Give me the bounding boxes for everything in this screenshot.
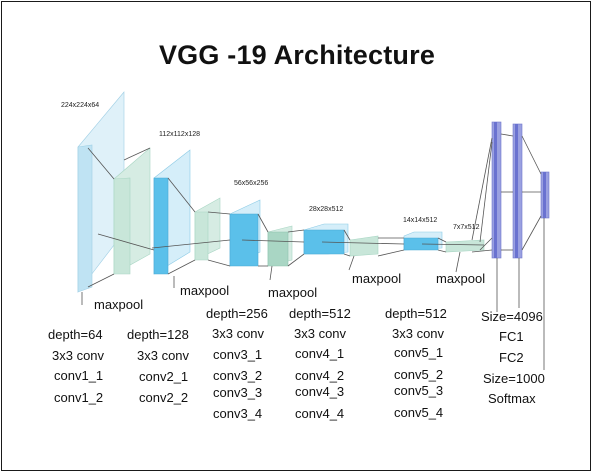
- block3-layer-2: conv3_2: [213, 368, 263, 383]
- fc1-label: FC1: [499, 329, 524, 344]
- fc-size-1000: Size=1000: [483, 371, 545, 386]
- block5-volume: [403, 231, 485, 253]
- block5-kernel: 3x3 conv: [392, 326, 445, 341]
- block4-depth: depth=512: [289, 306, 351, 321]
- block1-layer-1: conv1_1: [54, 368, 104, 383]
- dim-label-block5: 14x14x512: [403, 217, 438, 224]
- block2-layer-1: conv2_1: [139, 369, 189, 384]
- dim-label-block5-pool: 7x7x512: [453, 224, 480, 231]
- block3-layer-3: conv3_3: [213, 385, 263, 400]
- block5-layer-1: conv5_1: [394, 345, 444, 360]
- softmax-label: Softmax: [488, 391, 536, 406]
- block1-layer-2: conv1_2: [54, 390, 104, 405]
- block3-volume: [194, 197, 293, 267]
- maxpool-label-1: maxpool: [94, 297, 144, 312]
- maxpool-label-3: maxpool: [268, 285, 318, 300]
- block4-volume: [303, 223, 379, 257]
- dim-label-block3: 56x56x256: [234, 180, 269, 187]
- maxpool-label-4: maxpool: [352, 271, 402, 286]
- block1-kernel: 3x3 conv: [52, 348, 105, 363]
- dim-label-block2: 112x112x128: [159, 131, 200, 138]
- block5-layer-4: conv5_4: [394, 405, 444, 420]
- block4-layer-3: conv4_3: [295, 384, 345, 399]
- maxpool-label-2: maxpool: [180, 283, 230, 298]
- fc-layers: [491, 121, 550, 259]
- dim-label-block4: 28x28x512: [309, 206, 344, 213]
- block3-layer-4: conv3_4: [213, 406, 263, 421]
- block4-layer-1: conv4_1: [295, 346, 345, 361]
- block5-layer-2: conv5_2: [394, 367, 444, 382]
- connector-lines: [81, 133, 545, 370]
- block2-volume: [113, 147, 191, 275]
- block5-layer-3: conv5_3: [394, 383, 444, 398]
- fc2-label: FC2: [499, 350, 524, 365]
- block1-depth: depth=64: [48, 327, 103, 342]
- block4-layer-2: conv4_2: [295, 368, 345, 383]
- block3-layer-1: conv3_1: [213, 347, 263, 362]
- block3-depth: depth=256: [206, 306, 268, 321]
- block2-kernel: 3x3 conv: [137, 348, 190, 363]
- fc-size-4096: Size=4096: [481, 309, 543, 324]
- block2-depth: depth=128: [127, 327, 189, 342]
- dim-label-block1: 224x224x64: [61, 102, 100, 109]
- block4-layer-4: conv4_4: [295, 406, 345, 421]
- diagram-title: VGG -19 Architecture: [158, 40, 436, 70]
- block4-kernel: 3x3 conv: [294, 326, 347, 341]
- block3-kernel: 3x3 conv: [212, 326, 265, 341]
- block5-depth: depth=512: [385, 306, 447, 321]
- block2-layer-2: conv2_2: [139, 390, 189, 405]
- maxpool-label-5: maxpool: [436, 271, 486, 286]
